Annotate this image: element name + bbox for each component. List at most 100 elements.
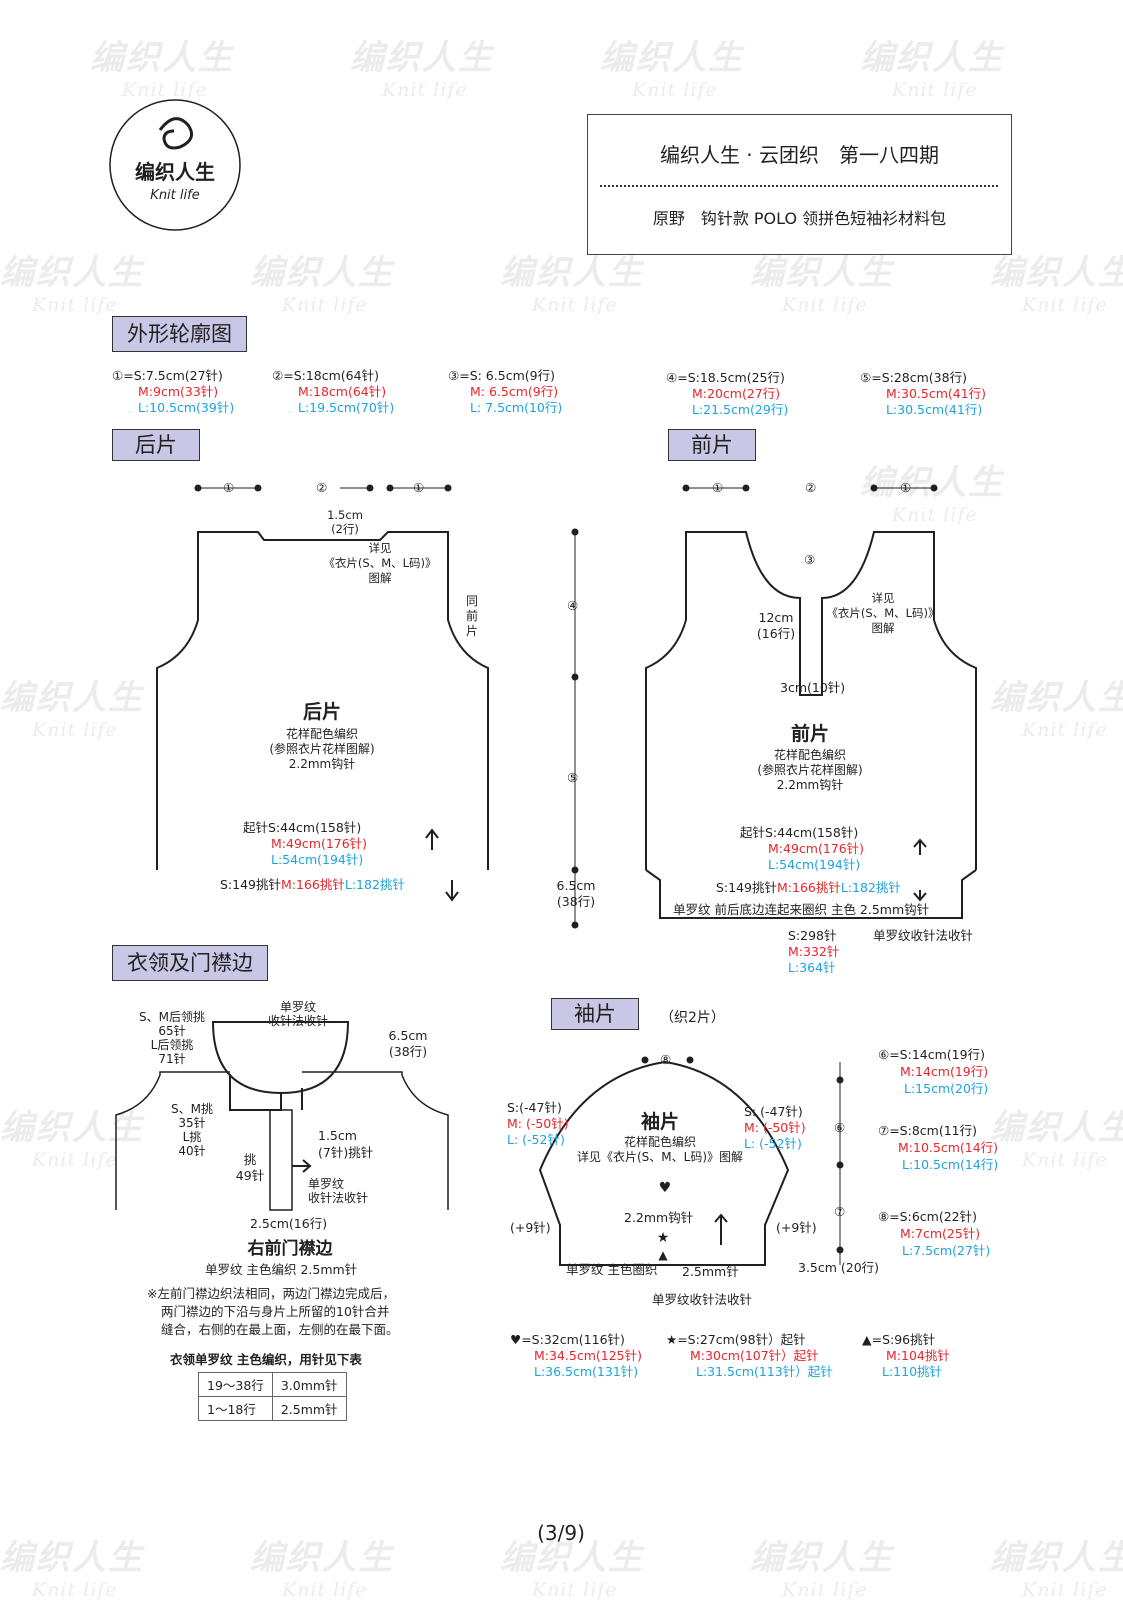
sleeve-legend-6: ⑥=S:14cm(19行)M:14cm(19行)L:15cm(20行) xyxy=(878,1047,989,1096)
dim-mark: ① xyxy=(900,480,912,495)
placket-width: 3cm(10针) xyxy=(780,680,846,695)
divider xyxy=(600,185,998,187)
back-cast-on: 起针S:44cm(158针)M:49cm(176针)L:54cm(194针) xyxy=(243,820,368,867)
neck-depth: 1.5cm(2行) xyxy=(327,508,363,536)
section-outline: 外形轮廓图 xyxy=(112,316,247,352)
sleeve-legend-8: ⑧=S:6cm(22针)M:7cm(25针)L:7.5cm(27针) xyxy=(878,1209,991,1258)
back-piece-name: 后片 xyxy=(302,701,341,723)
collar-height: 6.5cm(38行) xyxy=(388,1028,428,1059)
back-piece-desc: 花样配色编织(参照衣片花样图解)2.2mm钩针 xyxy=(269,727,375,771)
logo-text: 编织人生 xyxy=(135,160,215,184)
rib-height: 6.5cm(38行) xyxy=(556,878,596,909)
dim-mark: ① xyxy=(712,480,724,495)
front-ref-note: 详见《衣片(S、M、L码)》图解 xyxy=(826,591,940,635)
dim-mark: ③ xyxy=(804,552,816,567)
sleeve-rib-hook: 2.5mm针 xyxy=(682,1264,739,1279)
right-placket-desc: 单罗纹 主色编织 2.5mm针 xyxy=(205,1262,358,1277)
heart-icon: ♥ xyxy=(658,1180,672,1196)
dim-mark: ⑦ xyxy=(834,1204,846,1219)
dim-mark: ② xyxy=(805,480,817,495)
back-pickup: S:149挑针M:166挑针L:182挑针 xyxy=(220,877,405,892)
sleeve-dec: 单罗纹收针法收针 xyxy=(652,1292,753,1307)
sleeve-left-dec: S:(-47针)M: (-50针)L: (-52针) xyxy=(507,1100,569,1147)
sleeve-hook: 2.2mm钩针 xyxy=(624,1210,694,1225)
dim-mark: ⑧ xyxy=(660,1052,672,1067)
front-piece-name: 前片 xyxy=(790,723,829,745)
legend-heart: ♥=S:32cm(116针)M:34.5cm(125针)L:36.5cm(131… xyxy=(510,1332,642,1379)
triangle-icon: ▲ xyxy=(658,1248,668,1262)
same-as-front: 同前片 xyxy=(466,594,479,638)
section-sleeve: 袖片 xyxy=(551,998,639,1030)
right-placket-name: 右前门襟边 xyxy=(247,1239,333,1259)
dim-mark: ① xyxy=(413,480,425,495)
front-dec-note: 单罗纹收针法收针 xyxy=(873,928,974,943)
dim-mark: ① xyxy=(223,480,235,495)
doc-subtitle: 原野 钩针款 POLO 领拼色短袖衫材料包 xyxy=(652,209,947,228)
dim-mark: ④ xyxy=(567,598,579,613)
placket-length: 12cm(16行) xyxy=(756,610,796,641)
dim-mark: ⑤ xyxy=(567,770,579,785)
needle-table-title: 衣领单罗纹 主色编织，用针见下表 xyxy=(170,1352,362,1367)
sleeve-name: 袖片 xyxy=(640,1111,679,1133)
sleeve-cuff: 3.5cm (20行) xyxy=(798,1260,880,1275)
front-piece-desc: 花样配色编织(参照衣片花样图解)2.2mm钩针 xyxy=(757,748,863,792)
front-cast-on: 起针S:44cm(158针)M:49cm(176针)L:54cm(194针) xyxy=(740,825,865,872)
collar-placket-width: 1.5cm(7针)挑针 xyxy=(318,1128,374,1160)
section-back: 后片 xyxy=(112,429,200,461)
dim-mark: ② xyxy=(316,480,328,495)
star-icon: ★ xyxy=(656,1230,670,1246)
sleeve-plus9-right: (+9针) xyxy=(776,1220,817,1235)
placket-note: ※左前门襟边织法相同，两边门襟边完成后，两门襟边的下沿与身片上所留的10针合并缝… xyxy=(147,1286,399,1337)
collar-placket-len: 2.5cm(16行) xyxy=(250,1216,328,1231)
front-pickup: S:149挑针M:166挑针L:182挑针 xyxy=(716,880,901,895)
title-box: 编织人生 · 云团织 第一八四期 原野 钩针款 POLO 领拼色短袖衫材料包 xyxy=(587,114,1012,255)
legend-4: ④=S:18.5cm(25行) M:20cm(27行) L:21.5cm(29行… xyxy=(666,370,789,417)
page-number: (3/9) xyxy=(537,1521,585,1545)
logo-subtext: Knit life xyxy=(150,188,200,203)
dim-mark: ⑥ xyxy=(834,1120,846,1135)
sleeve-count-note: （织2片） xyxy=(660,1010,725,1026)
section-collar: 衣领及门襟边 xyxy=(112,945,268,981)
back-ref-note: 详见《衣片(S、M、L码)》图解 xyxy=(323,541,437,585)
collar-rib-dec: 单罗纹收针法收针 xyxy=(267,1000,328,1028)
sleeve-legend-7: ⑦=S:8cm(11行)M:10.5cm(14行)L:10.5cm(14行) xyxy=(878,1123,999,1172)
sleeve-right-dec: S: (-47针)M: (-50针)L: (-52针) xyxy=(744,1104,806,1151)
collar-rib-dec2: 单罗纹收针法收针 xyxy=(308,1177,369,1205)
sleeve-plus9-left: (+9针) xyxy=(510,1220,551,1235)
section-front: 前片 xyxy=(668,429,756,461)
legend-2: ②=S:18cm(64针) M:18cm(64针) L:19.5cm(70针) xyxy=(272,368,395,415)
sleeve-rib: 单罗纹 主色圈织 xyxy=(566,1262,658,1277)
legend-5: ⑤=S:28cm(38行) M:30.5cm(41行) L:30.5cm(41行… xyxy=(860,370,987,417)
sleeve-desc: 花样配色编织详见《衣片(S、M、L码)》图解 xyxy=(576,1135,744,1164)
legend-3: ③=S: 6.5cm(9行) M: 6.5cm(9行) L: 7.5cm(10行… xyxy=(448,368,563,415)
doc-title: 编织人生 · 云团织 第一八四期 xyxy=(659,143,940,167)
front-rib-note: 单罗纹 前后底边连起来圈织 主色 2.5mm钩针 xyxy=(673,902,930,917)
